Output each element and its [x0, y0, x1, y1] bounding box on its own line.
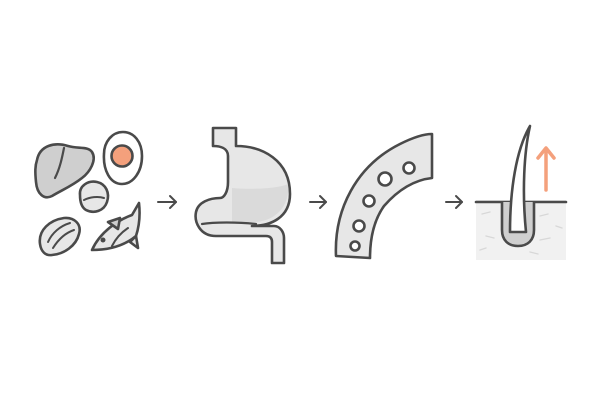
hair-shaft	[508, 124, 532, 234]
egg-icon	[102, 130, 144, 186]
egg-yolk	[110, 144, 134, 168]
fish-icon	[90, 201, 141, 252]
right-arrow-icon	[309, 195, 327, 209]
skin-texture	[479, 211, 563, 255]
liver-ridge	[53, 146, 66, 180]
villus	[402, 161, 416, 175]
intestine-villi-icon	[334, 132, 434, 260]
fish-eye	[100, 237, 106, 243]
stomach-icon	[194, 126, 292, 265]
liver-icon	[34, 143, 95, 199]
hair-follicle-icon	[474, 124, 568, 260]
villus	[352, 219, 366, 233]
right-arrow-icon	[157, 195, 177, 209]
stomach-shading	[232, 184, 289, 222]
villus	[362, 194, 376, 208]
villus	[377, 171, 393, 187]
food-sources-group	[34, 130, 144, 257]
villus	[349, 240, 361, 252]
nut-icon	[78, 180, 110, 214]
almond-icon	[38, 216, 81, 257]
up-arrow-icon	[536, 146, 556, 192]
right-arrow-icon	[445, 195, 463, 209]
